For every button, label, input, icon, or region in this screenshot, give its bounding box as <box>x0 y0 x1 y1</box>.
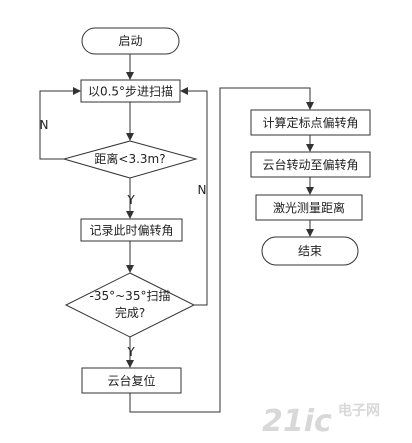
distance-no-label: N <box>40 118 49 132</box>
distance-yes-label: Y <box>126 193 135 207</box>
distance-decision-label: 距离<3.3m? <box>94 151 165 166</box>
edge-distance-no-loop <box>39 87 81 160</box>
pan-reset-label: 云台复位 <box>107 373 155 388</box>
end-label: 结束 <box>298 244 322 258</box>
laser-measure-box <box>255 194 363 221</box>
watermark: 21ic 电子网 <box>262 402 380 439</box>
range-yes-label: Y <box>126 345 135 359</box>
pan-rotate-box <box>250 151 371 178</box>
pan-rotate-label: 云台转动至偏转角 <box>262 157 358 172</box>
end-terminal <box>261 236 359 266</box>
range-decision-label-2: 完成? <box>115 305 145 320</box>
calc-angle-label: 计算定标点偏转角 <box>262 115 358 130</box>
watermark-logo: 21ic <box>262 404 332 439</box>
range-decision <box>64 272 196 338</box>
range-no-label: N <box>198 183 207 197</box>
watermark-site: 电子网 <box>338 402 380 419</box>
calc-angle-box <box>250 109 371 136</box>
laser-measure-label: 激光测量距离 <box>273 200 345 215</box>
start-label: 启动 <box>118 34 142 48</box>
pan-reset-box <box>81 367 182 394</box>
edge-range-no-loop <box>180 87 208 306</box>
edge-reset-to-right <box>129 87 314 413</box>
range-decision-label-1: -35°~35°扫描 <box>90 289 171 303</box>
record-angle-label: 记录此时偏转角 <box>89 223 173 238</box>
record-angle-box <box>80 218 183 242</box>
scan-label: 以0.5°步进扫描 <box>88 85 173 99</box>
